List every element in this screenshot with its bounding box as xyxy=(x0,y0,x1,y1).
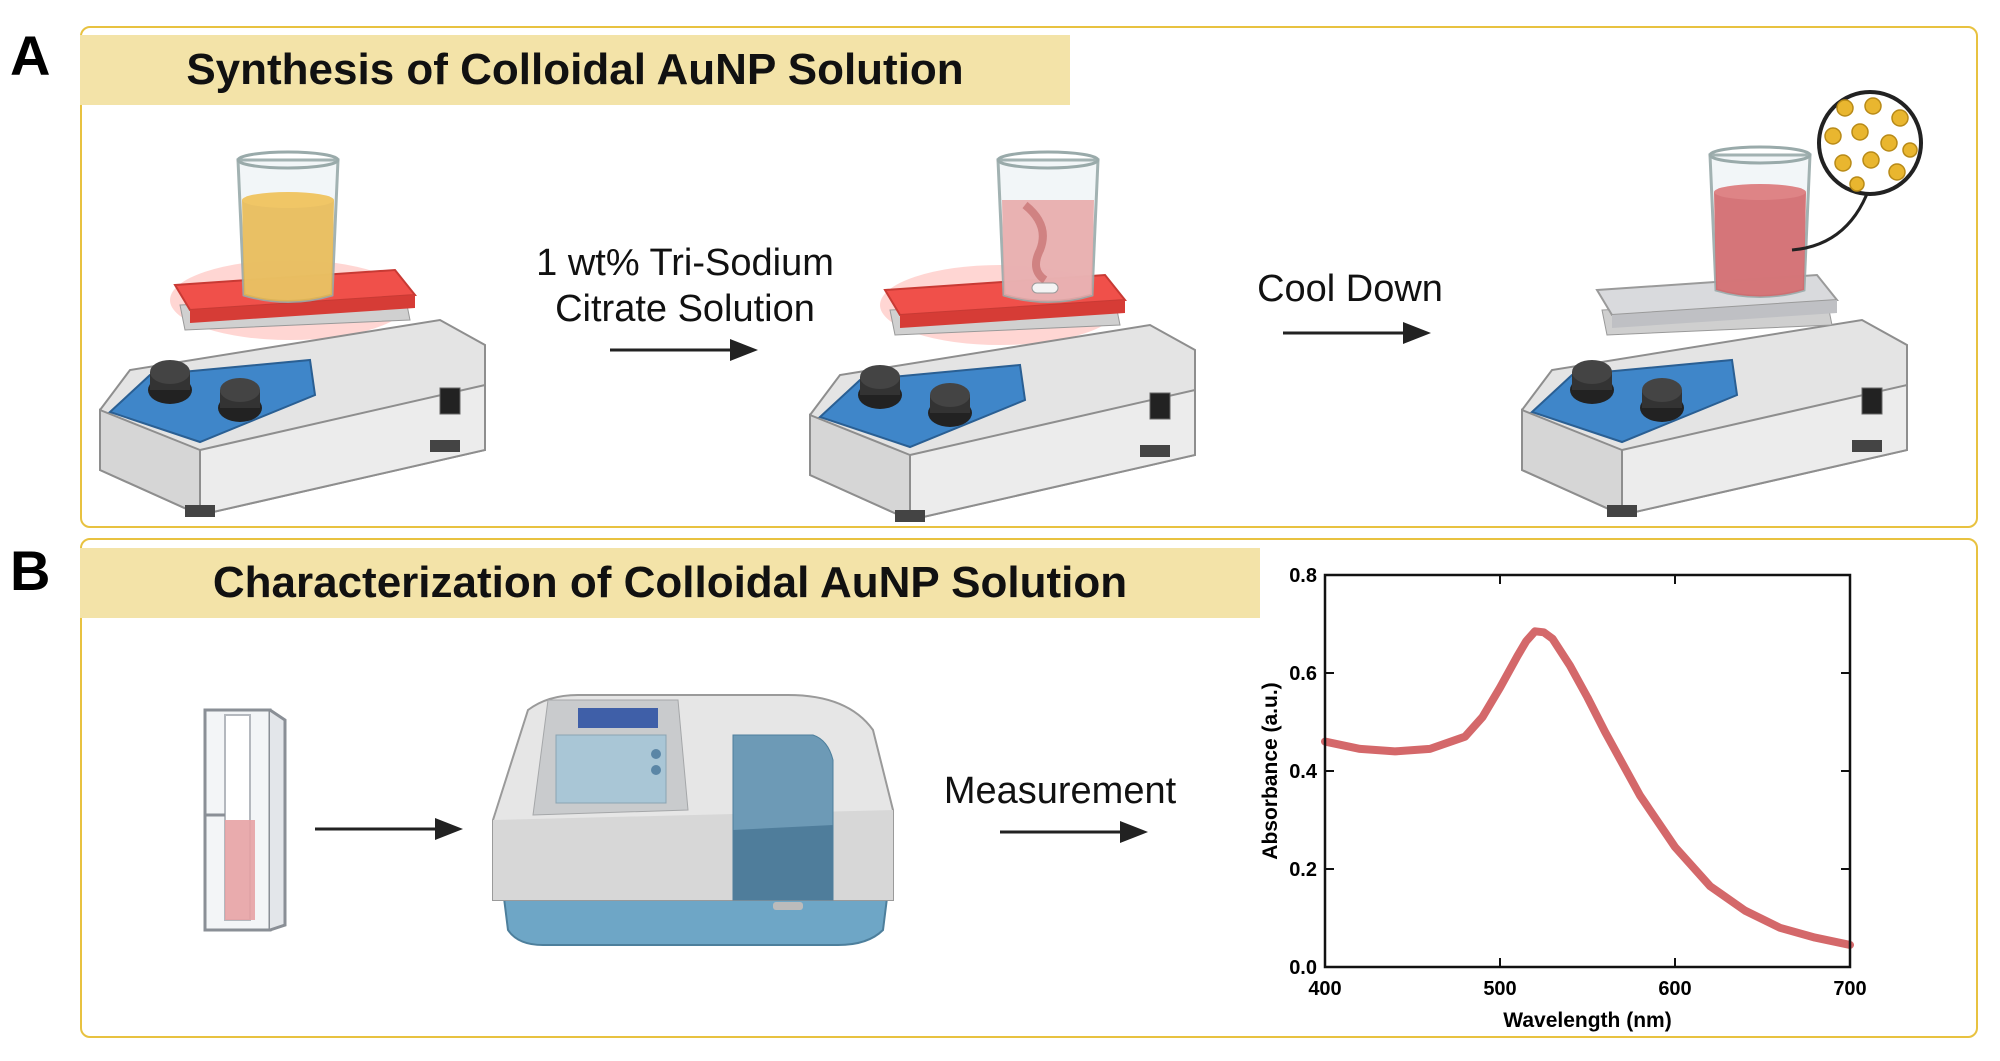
hot-plate-stirrer-3 xyxy=(1521,145,1908,517)
x-tick-label: 400 xyxy=(1308,978,1341,1000)
step-cool-down-label: Cool Down xyxy=(1257,268,1443,310)
y-tick-label: 0.8 xyxy=(1289,565,1317,587)
y-axis-label: Absorbance (a.u.) xyxy=(1259,682,1282,859)
control-panel xyxy=(555,734,667,804)
knob-icon xyxy=(928,383,972,427)
knob-icon xyxy=(858,365,902,409)
power-switch-icon xyxy=(439,387,461,415)
power-switch-icon xyxy=(1149,392,1171,420)
panel-a-title: Synthesis of Colloidal AuNP Solution xyxy=(80,35,1070,105)
step-citrate-line2: Citrate Solution xyxy=(555,288,815,331)
hot-plate-stirrer-2 xyxy=(809,150,1196,522)
plot-frame xyxy=(1323,573,1852,969)
knob-icon xyxy=(1570,360,1614,404)
arrow-right-icon xyxy=(1000,821,1148,843)
button-icon xyxy=(651,765,661,775)
panel-b-title: Characterization of Colloidal AuNP Solut… xyxy=(80,548,1260,618)
stir-bar-icon xyxy=(1031,282,1059,294)
x-axis-label: Wavelength (nm) xyxy=(1503,1009,1671,1032)
step-citrate-label: 1 wt% Tri-Sodium Citrate Solution xyxy=(515,240,855,333)
step-citrate-line1: 1 wt% Tri-Sodium xyxy=(536,242,834,284)
arrow-right-icon xyxy=(1283,322,1431,344)
knob-icon xyxy=(218,378,262,422)
cuvette-icon xyxy=(203,708,287,932)
knob-icon xyxy=(1640,378,1684,422)
x-tick-label: 600 xyxy=(1658,978,1691,1000)
x-tick-label: 500 xyxy=(1483,978,1516,1000)
y-tick-label: 0.4 xyxy=(1289,761,1318,783)
button-icon xyxy=(651,749,661,759)
x-tick-label: 700 xyxy=(1833,978,1866,1000)
y-tick-label: 0.2 xyxy=(1289,859,1317,881)
arrow-right-icon xyxy=(315,818,463,840)
beaker-icon xyxy=(1708,145,1812,298)
absorbance-spectrum-chart: 400 500 600 700 0.0 0.2 0.4 0.6 0.8 Wavelength (… xyxy=(1259,565,1867,1032)
arrow-right-icon xyxy=(610,339,758,361)
panel-b-box xyxy=(80,538,1978,1038)
panel-a-box xyxy=(80,26,1978,528)
display-screen xyxy=(578,708,658,728)
uv-vis-spectrophotometer-icon xyxy=(492,694,894,946)
power-switch-icon xyxy=(1861,387,1883,415)
panel-a-letter: A xyxy=(10,24,51,87)
hot-plate-stirrer-1 xyxy=(99,150,486,517)
y-tick-label: 0.0 xyxy=(1289,957,1317,979)
beaker-icon xyxy=(996,150,1100,303)
beaker-icon xyxy=(236,150,340,303)
step-measurement-label: Measurement xyxy=(943,770,1177,812)
y-tick-label: 0.6 xyxy=(1289,663,1317,685)
absorbance-series-line xyxy=(1321,627,1854,949)
magnifier-nanoparticles-icon xyxy=(1817,90,1923,196)
knob-icon xyxy=(148,360,192,404)
panel-b-letter: B xyxy=(10,539,51,602)
